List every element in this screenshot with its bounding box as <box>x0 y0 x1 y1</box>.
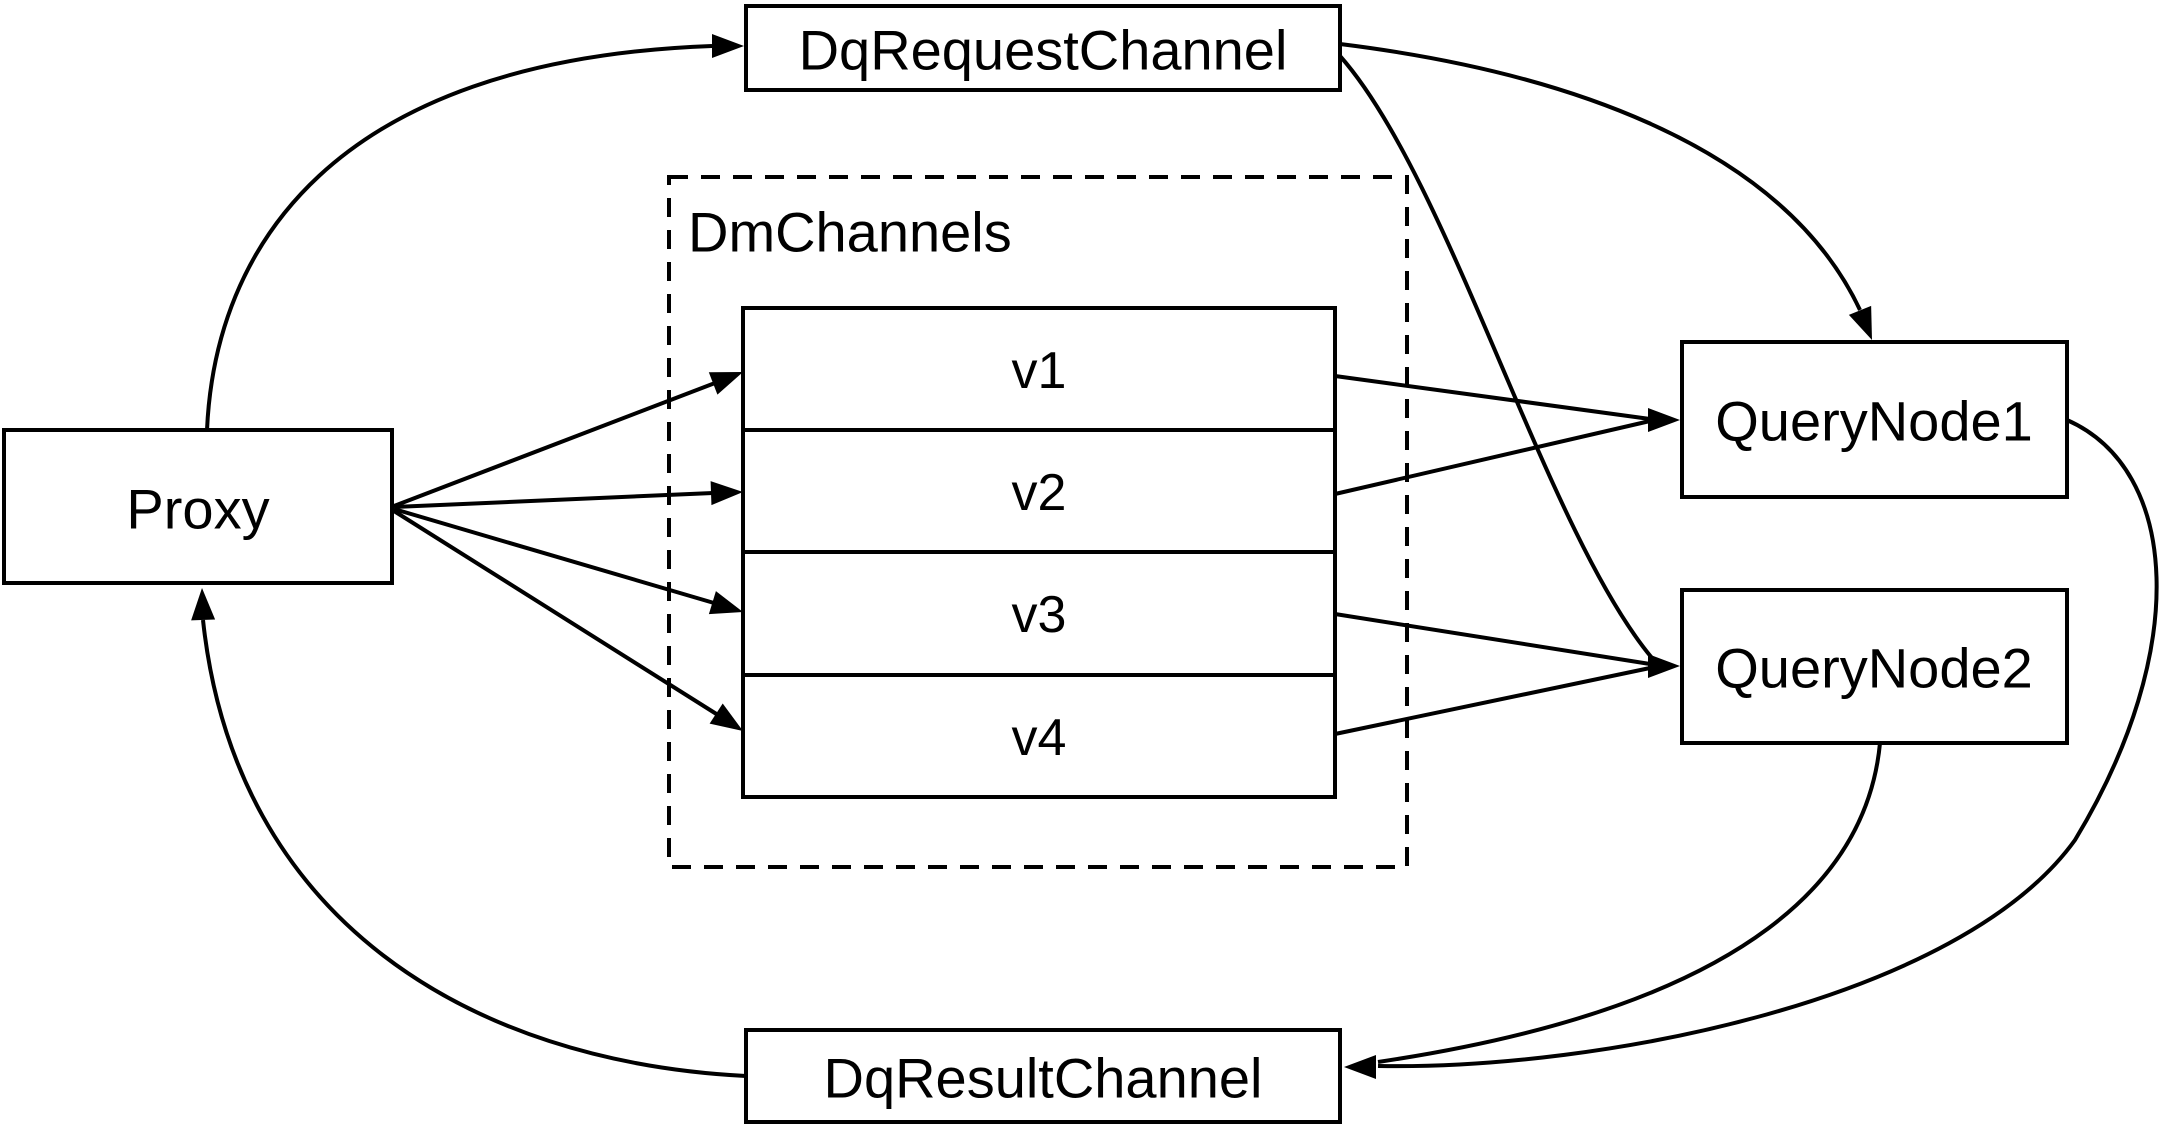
dq-result-channel-label: DqResultChannel <box>824 1047 1263 1110</box>
dm-channels-label: DmChannels <box>688 201 1012 264</box>
edge-proxy-to-v2 <box>393 491 714 509</box>
channel-table: v1 v2 v3 v4 <box>741 306 1337 799</box>
channel-row-v1: v1 <box>1012 342 1067 400</box>
edge-v1-to-querynode1 <box>1334 374 1651 421</box>
edge-proxy-to-dqrequestchannel <box>205 44 713 431</box>
edge-proxy-to-v4 <box>392 509 720 717</box>
node-proxy: Proxy <box>2 428 394 585</box>
edge-dqrequestchannel-to-querynode1 <box>1339 42 1862 311</box>
arrowhead-dqresultchannel-right <box>1344 1055 1376 1079</box>
node-query-node-2: QueryNode2 <box>1680 588 2069 745</box>
edge-proxy-to-v3 <box>393 507 715 605</box>
arrowhead-v3 <box>708 591 743 615</box>
edge-v2-to-querynode1 <box>1334 419 1651 496</box>
node-dq-request-channel: DqRequestChannel <box>744 4 1342 92</box>
query-node-1-box <box>1680 340 2069 499</box>
proxy-box <box>2 428 394 585</box>
arrowhead-dqrequestchannel-left <box>712 34 744 58</box>
edge-v3-to-querynode2 <box>1334 612 1651 666</box>
channel-row-v3: v3 <box>1012 586 1067 644</box>
channel-row-v4: v4 <box>1012 709 1067 767</box>
dm-channels-group: DmChannels v1 v2 v3 v4 <box>667 175 1409 869</box>
edge-dqresultchannel-to-proxy <box>201 619 747 1078</box>
query-node-1-label: QueryNode1 <box>1715 390 2033 453</box>
query-node-2-label: QueryNode2 <box>1715 637 2033 700</box>
edge-v4-to-querynode2 <box>1334 666 1651 736</box>
dm-channels-border <box>667 175 1409 869</box>
edge-querynode2-to-dqresultchannel <box>1377 742 1882 1064</box>
arrowhead-v2 <box>710 481 743 506</box>
proxy-label: Proxy <box>126 478 269 541</box>
arrowhead-querynode1-left <box>1648 408 1680 432</box>
edge-dqrequestchannel-to-querynode2 <box>1338 54 1654 660</box>
arrowhead-v4 <box>709 703 743 731</box>
edge-proxy-to-v1 <box>393 381 716 508</box>
dq-result-channel-box <box>744 1028 1342 1124</box>
arrowhead-querynode2-left <box>1648 654 1680 678</box>
query-node-2-box <box>1680 588 2069 745</box>
arrowhead-v1 <box>708 372 743 395</box>
arrowhead-querynode1-top <box>1848 305 1872 340</box>
node-dq-result-channel: DqResultChannel <box>744 1028 1342 1124</box>
dq-request-channel-label: DqRequestChannel <box>799 19 1288 82</box>
edge-querynode1-to-dqresultchannel <box>1377 418 2159 1069</box>
channel-row-v2: v2 <box>1012 464 1067 522</box>
arrowhead-proxy-bottom <box>191 588 216 621</box>
dq-request-channel-box <box>744 4 1342 92</box>
edges <box>191 34 2159 1079</box>
node-query-node-1: QueryNode1 <box>1680 340 2069 499</box>
